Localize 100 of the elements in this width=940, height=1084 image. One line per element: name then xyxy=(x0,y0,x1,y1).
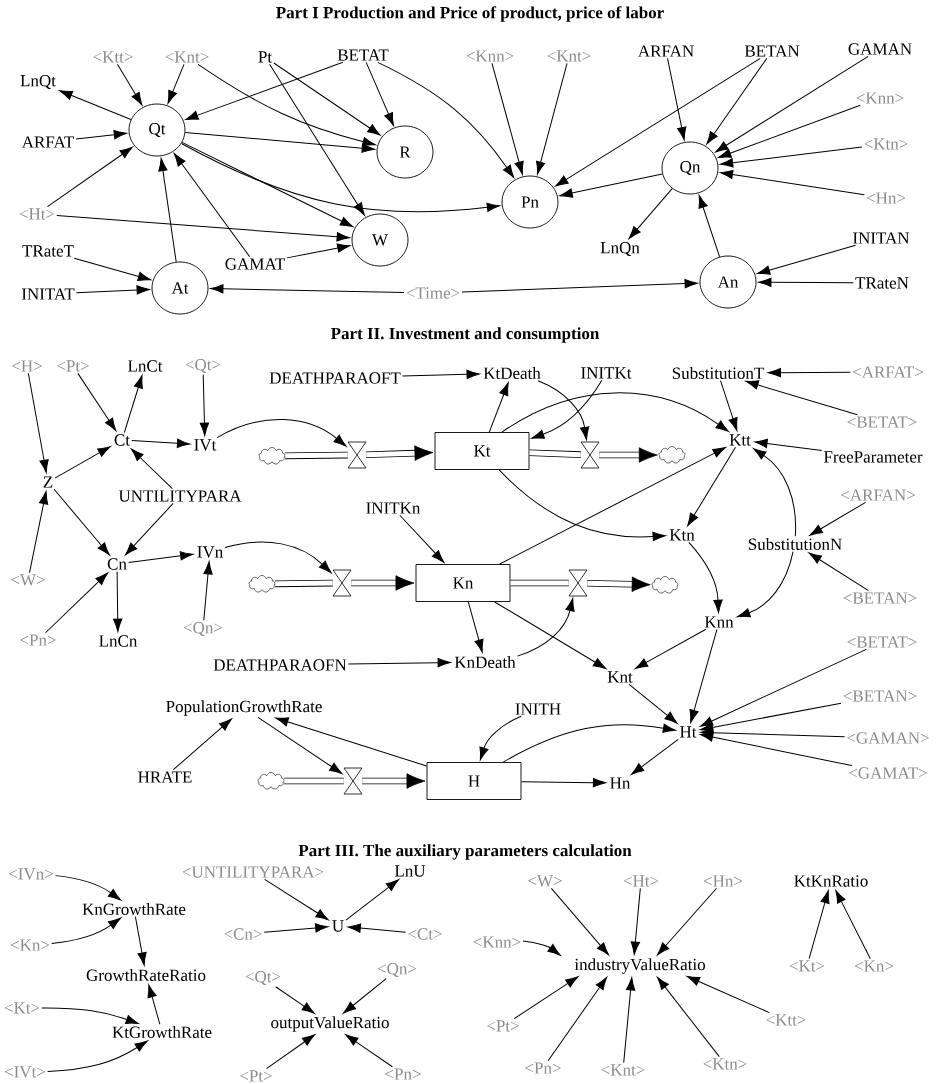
arrow xyxy=(467,601,484,653)
flow-pipe xyxy=(275,579,333,588)
arrow xyxy=(559,173,663,198)
variable-label: Pt xyxy=(258,51,272,63)
variable-label: Ktt xyxy=(729,434,751,446)
arrow xyxy=(147,984,161,1025)
arrow xyxy=(516,597,575,657)
arrow xyxy=(698,194,721,258)
arrow xyxy=(699,732,853,767)
variable-label: GAMAN xyxy=(848,43,912,55)
shadow-variable-label: <Ht> xyxy=(623,875,659,887)
arrow xyxy=(520,777,607,788)
variable-label: Ct xyxy=(114,434,130,446)
arrow xyxy=(402,369,480,379)
shadow-variable-label: <Pt> xyxy=(487,1020,519,1032)
variable-label: DEATHPARAOFT xyxy=(269,372,401,384)
variable-label: industryValueRatio xyxy=(574,958,705,974)
variable-label: Hn xyxy=(610,777,631,789)
variable-label: KnGrowthRate xyxy=(82,903,186,915)
variable-label: Z xyxy=(43,476,53,488)
arrow xyxy=(377,61,515,179)
arrow xyxy=(257,716,343,775)
flow-pipe xyxy=(284,777,344,785)
variable-label: IVt xyxy=(194,439,217,451)
arrow xyxy=(657,887,718,956)
arrow xyxy=(720,380,738,431)
shadow-variable-label: <Pt> xyxy=(240,1070,272,1082)
variable-label: KtGrowthRate xyxy=(112,1026,212,1038)
shadow-variable-label: <Kn> xyxy=(854,960,894,972)
variable-label: DEATHPARAOFN xyxy=(213,659,347,671)
arrow xyxy=(73,257,152,281)
flow-pipe xyxy=(285,451,348,460)
arrow xyxy=(131,438,191,448)
cloud-symbol xyxy=(257,772,285,790)
variable-label: BETAT xyxy=(337,49,389,61)
arrow xyxy=(210,284,405,294)
arrow xyxy=(718,104,861,158)
arrow xyxy=(184,132,375,153)
variable-label: ARFAT xyxy=(21,136,74,148)
arrow xyxy=(345,879,400,921)
variable-label: IVn xyxy=(197,546,223,558)
variable-label: KnDeath xyxy=(454,656,516,668)
arrow xyxy=(686,975,770,1014)
shadow-variable-label: <Cn> xyxy=(224,928,262,940)
shadow-variable-label: <Pn> xyxy=(20,634,56,646)
arrow xyxy=(216,419,347,447)
arrow xyxy=(488,382,509,433)
arrow xyxy=(45,572,109,634)
valve-symbol xyxy=(568,569,588,597)
arrow xyxy=(275,717,428,767)
valve-symbol xyxy=(343,767,363,795)
arrow xyxy=(197,63,376,147)
arrow xyxy=(47,146,133,208)
arrow xyxy=(347,923,407,933)
flow-pipe xyxy=(366,445,434,461)
stock-box: Kn xyxy=(415,564,511,602)
flow-pipe xyxy=(599,447,658,463)
shadow-variable-label: <Knn> xyxy=(473,936,521,948)
arrow xyxy=(54,446,111,479)
arrow xyxy=(667,57,687,141)
arrow xyxy=(700,728,846,738)
arrow xyxy=(537,380,590,441)
arrow xyxy=(365,61,394,126)
stock-box: Kt xyxy=(434,432,530,470)
arrow xyxy=(628,188,673,240)
arrow xyxy=(737,551,794,618)
arrow xyxy=(275,986,315,1014)
arrow xyxy=(719,169,865,196)
arrow xyxy=(53,488,110,556)
shadow-variable-label: <BETAN> xyxy=(843,690,917,702)
arrow xyxy=(758,277,854,287)
arrow xyxy=(513,976,579,1020)
section-heading: Part I Production and Price of product, price of labor xyxy=(276,6,664,22)
variable-label: LnU xyxy=(394,865,426,877)
shadow-variable-label: <Knt> xyxy=(165,51,209,63)
arrow xyxy=(172,718,232,771)
arrow xyxy=(699,648,867,727)
shadow-variable-label: <Kn> xyxy=(10,939,50,951)
variable-label: PopulationGrowthRate xyxy=(166,700,322,716)
arrow xyxy=(158,158,177,263)
variable-label: outputValueRatio xyxy=(271,1016,389,1032)
arrow xyxy=(75,130,127,140)
shadow-variable-label: <Hn> xyxy=(703,875,743,887)
arrow xyxy=(269,63,365,216)
shadow-variable-label: <Pt> xyxy=(57,360,89,372)
cloud-symbol xyxy=(658,446,686,464)
arrow xyxy=(203,561,213,621)
variable-label: GrowthRateRatio xyxy=(86,969,206,981)
variable-label: INITKn xyxy=(366,502,421,514)
shadow-variable-label: <Hn> xyxy=(866,192,906,204)
arrow xyxy=(173,153,251,258)
arrow xyxy=(491,62,524,175)
arrow xyxy=(342,978,387,1014)
variable-label: Ht xyxy=(680,726,697,738)
arrow xyxy=(809,501,867,536)
arrow xyxy=(699,702,842,733)
arrow xyxy=(181,141,354,228)
arrow xyxy=(29,491,49,574)
arrow xyxy=(263,923,329,933)
cloud-symbol xyxy=(248,575,276,593)
